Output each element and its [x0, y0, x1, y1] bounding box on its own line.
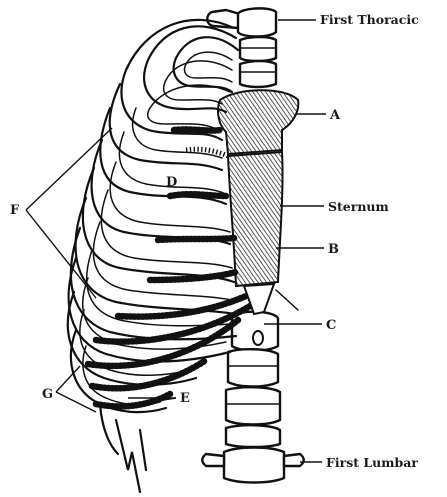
label-a: A: [329, 108, 341, 123]
rib-6: [92, 140, 230, 244]
rib-5: [100, 108, 226, 204]
ribs: [68, 20, 238, 492]
rib-4: [110, 84, 222, 170]
rib-tips: [100, 404, 146, 492]
label-g: G: [42, 387, 53, 402]
label-first-thoracic: First Thoracic: [320, 12, 419, 27]
label-b: B: [328, 242, 339, 257]
label-e: E: [180, 391, 190, 406]
label-f: F: [10, 203, 20, 218]
label-sternum: Sternum: [328, 199, 389, 214]
label-first-lumbar: First Lumbar: [326, 455, 418, 470]
sternum-body: [228, 152, 283, 286]
label-d: D: [166, 175, 177, 190]
first-thoracic-vertebra: [207, 8, 276, 87]
manubrium: [218, 90, 298, 154]
label-c: C: [326, 318, 336, 333]
